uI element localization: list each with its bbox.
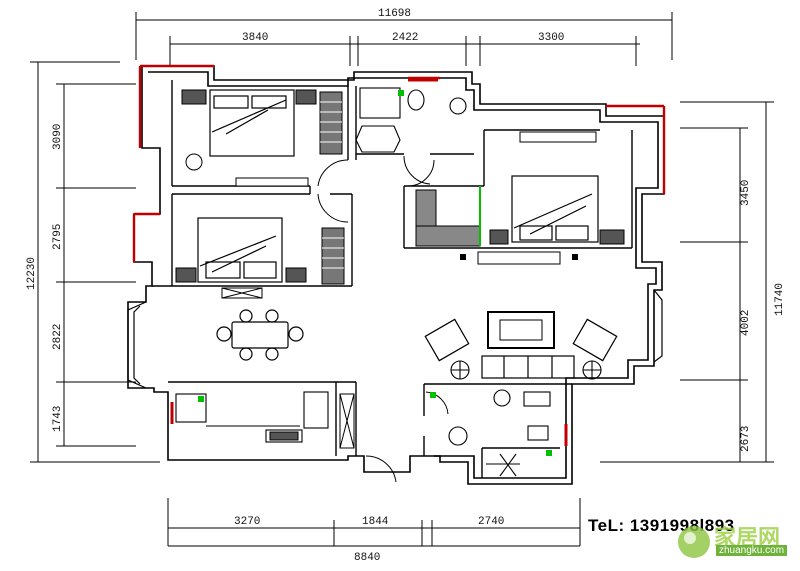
right-bed [511, 175, 599, 243]
door-swings [317, 155, 449, 483]
top-bath-green-mark [398, 90, 404, 96]
side-tables [450, 360, 602, 380]
living-room-sofa [481, 355, 575, 379]
watermark-logo-icon [678, 526, 710, 558]
second-nightstands [175, 267, 307, 283]
left-dimension-4: 1743 [52, 406, 64, 432]
left-dimension-chain [30, 61, 160, 463]
top-bathroom-fixtures [355, 87, 467, 153]
second-wardrobe [321, 227, 345, 285]
right-total-dimension: 11740 [774, 283, 786, 316]
kitchen-counter [175, 391, 329, 443]
right-nightstands [489, 229, 625, 245]
left-dimension-1: 3090 [52, 124, 64, 150]
bottom-total-dimension: 8840 [354, 552, 380, 564]
master-chair [185, 153, 203, 171]
lower-bath-green-mark [546, 450, 552, 456]
master-nightstands [181, 89, 317, 105]
kitchen-stove-detail [269, 431, 299, 441]
top-dimension-chain [135, 12, 673, 66]
right-tv-cabinet [519, 131, 597, 143]
master-wardrobe [319, 91, 343, 155]
exterior-walls [127, 65, 665, 485]
top-dimension-1: 3840 [242, 32, 268, 44]
dining-set [216, 309, 304, 361]
bottom-dimension-1: 3270 [234, 516, 260, 528]
right-dimension-2: 4002 [740, 310, 752, 336]
bottom-dimension-chain [167, 498, 581, 547]
top-dimension-2: 2422 [392, 32, 418, 44]
top-dimension-3: 3300 [538, 32, 564, 44]
armchairs [424, 318, 618, 362]
kitchen-sliding-door [339, 393, 355, 449]
second-wardrobe-hatch [322, 237, 344, 269]
bath-green-mark-2 [430, 392, 436, 398]
master-wardrobe-hatch [320, 101, 342, 143]
right-dimension-1: 3450 [740, 180, 752, 206]
right-dimension-chain [600, 101, 774, 463]
second-bed [197, 217, 283, 283]
left-dimension-3: 2822 [52, 324, 64, 350]
bottom-dimension-3: 2740 [478, 516, 504, 528]
balcony-accents [132, 64, 666, 446]
right-dimension-3: 2673 [740, 426, 752, 452]
left-dimension-2: 2795 [52, 224, 64, 250]
left-total-dimension: 12230 [26, 257, 38, 290]
master-desk [235, 177, 309, 187]
watermark-en: zhuangku.com [716, 545, 788, 556]
right-tv [477, 251, 561, 265]
bay-windows [127, 289, 663, 389]
kitchen-green-mark [198, 396, 204, 402]
master-bed [209, 89, 295, 157]
right-tv-right-speaker [572, 254, 578, 260]
lower-bath-fixtures [448, 389, 551, 477]
coffee-table [487, 311, 555, 349]
right-tv-left-speaker [460, 254, 466, 260]
right-wardrobe-corner [415, 189, 481, 247]
top-total-dimension: 11698 [378, 8, 411, 20]
second-window-cross [221, 287, 263, 299]
interior-walls [152, 80, 633, 478]
bottom-dimension-2: 1844 [362, 516, 389, 528]
